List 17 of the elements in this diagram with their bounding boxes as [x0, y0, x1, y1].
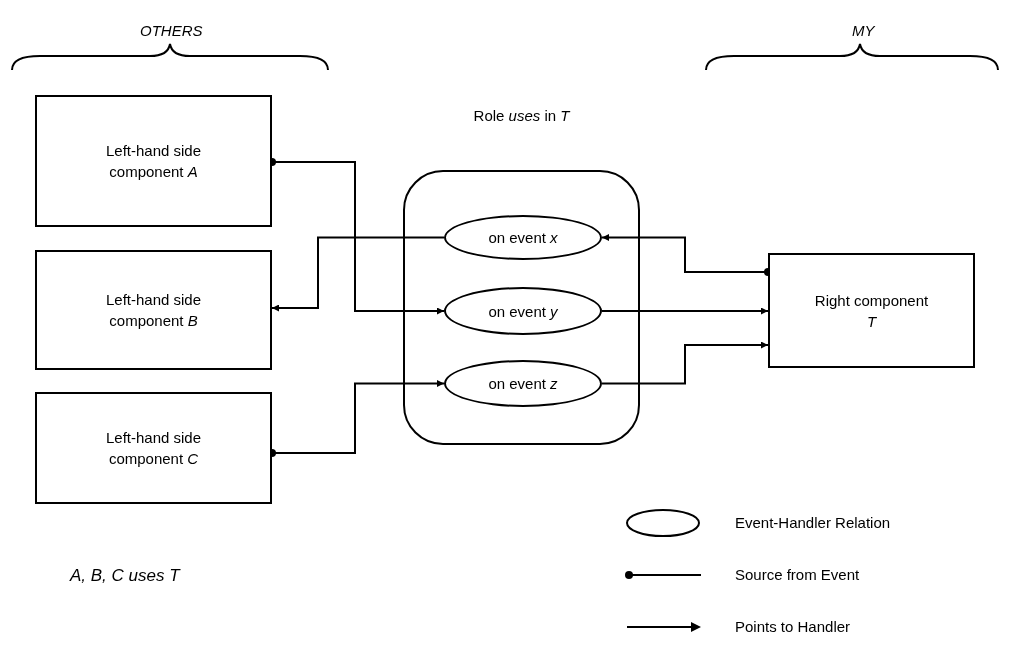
component-box: Right component T — [768, 253, 975, 368]
handler-ellipse: on event x — [444, 215, 602, 260]
handler-ellipse: on event y — [444, 287, 602, 335]
handler-ellipse: on event z — [444, 360, 602, 407]
connector-arrow — [601, 307, 769, 315]
annotation-text: OTHERS — [140, 21, 203, 41]
connector-arrow — [271, 236, 445, 312]
component-box: Left-hand side component B — [35, 250, 272, 370]
legend-text: Source from Event — [735, 564, 860, 585]
component-box: Left-hand side component C — [35, 392, 272, 504]
legend-text: Event-Handler Relation — [735, 512, 891, 533]
annotation-text: MY — [852, 21, 875, 41]
connector-arrow — [601, 341, 769, 385]
container-heading: Role uses in T — [473, 107, 570, 124]
component-box: Left-hand side component A — [35, 95, 272, 227]
legend-text: Points to Handler — [735, 616, 851, 637]
annotation-text: A, B, C uses T — [70, 565, 180, 587]
